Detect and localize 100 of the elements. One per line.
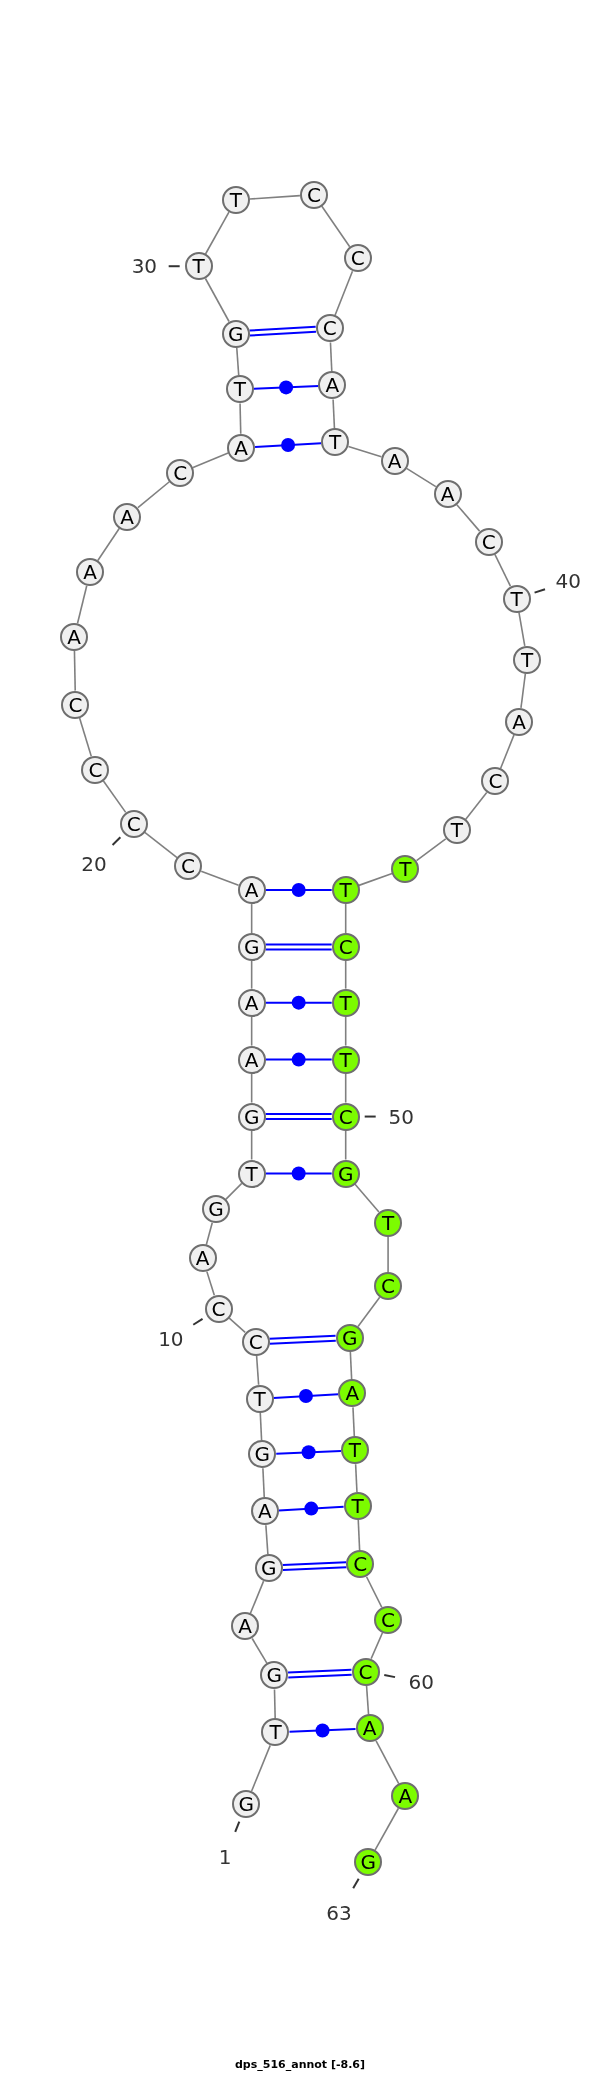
caption: dps_516_annot [-8.6] [233, 2058, 367, 2071]
position-number: 30 [131, 254, 158, 279]
base-pair-line [264, 1058, 333, 1061]
position-number: 40 [555, 569, 581, 594]
nucleotide-circle: A [237, 1045, 266, 1074]
nucleotide-circle: G [237, 1102, 266, 1131]
backbone-line [357, 1296, 381, 1328]
nucleotide-circle: T [343, 1491, 372, 1520]
nucleotide-circle: C [204, 1294, 233, 1323]
base-pair-line [287, 1668, 353, 1674]
base-pair-line [272, 1393, 340, 1399]
backbone-line [249, 1580, 265, 1615]
nucleotide-circle: C [241, 1327, 270, 1356]
nucleotide-circle: C [374, 1272, 403, 1301]
nucleotide-circle: T [331, 1045, 360, 1074]
nucleotide-circle: G [354, 1848, 383, 1877]
nucleotide-circle: G [221, 319, 250, 348]
backbone-line [494, 553, 512, 587]
nucleotide-circle: C [481, 767, 510, 796]
backbone-line [349, 1350, 353, 1381]
backbone-line [374, 1807, 400, 1851]
backbone-line [365, 1684, 370, 1716]
backbone-line [248, 194, 301, 200]
nucleotide-circle: A [380, 446, 409, 475]
position-number: 1 [218, 1844, 232, 1869]
nucleotide-circle: C [315, 314, 344, 343]
base-pair-line [264, 889, 333, 892]
base-pair-line [268, 1334, 337, 1340]
nucleotide-circle: T [225, 375, 254, 404]
position-number: 20 [81, 851, 107, 876]
backbone-line [387, 1235, 389, 1273]
nucleotide-circle: C [119, 809, 148, 838]
backbone-line [344, 1129, 347, 1161]
backbone-line [518, 611, 526, 647]
backbone-line [499, 734, 515, 770]
nucleotide-circle: A [76, 558, 105, 587]
nucleotide-circle: A [237, 988, 266, 1017]
backbone-line [354, 1183, 380, 1213]
nucleotide-circle: T [261, 1718, 290, 1747]
backbone-line [354, 1463, 358, 1493]
nucleotide-circle: G [201, 1195, 230, 1224]
nucleotide-circle: A [250, 1497, 279, 1526]
nucleotide-circle: G [248, 1440, 277, 1469]
nucleotide-circle: C [299, 180, 328, 209]
backbone-line [464, 791, 488, 821]
nucleotide-circle: T [331, 876, 360, 905]
backbone-line [329, 341, 333, 373]
base-pair-line [264, 1172, 333, 1175]
nucleotide-circle: A [113, 502, 142, 531]
nucleotide-circle: T [340, 1436, 369, 1465]
base-pair-line [264, 1113, 333, 1116]
backbone-line [228, 1317, 246, 1334]
backbone-line [265, 1524, 269, 1556]
base-pair-line [281, 1566, 348, 1572]
nucleotide-circle: A [231, 1612, 260, 1641]
nucleotide-circle: C [374, 1605, 403, 1634]
backbone-line [347, 445, 383, 458]
backbone-line [520, 672, 527, 709]
nucleotide-circle: T [374, 1208, 403, 1237]
backbone-line [250, 1072, 253, 1104]
backbone-line [456, 503, 481, 532]
nucleotide-circle: C [351, 1657, 380, 1686]
position-number: 63 [326, 1900, 352, 1925]
nucleotide-circle: T [321, 428, 350, 457]
nucleotide-circle: T [513, 645, 542, 674]
nucleotide-circle: A [338, 1379, 367, 1408]
backbone-line [262, 1467, 266, 1499]
backbone-line [205, 1222, 214, 1246]
nucleotide-circle: A [318, 371, 347, 400]
nucleotide-circle: A [505, 707, 534, 736]
backbone-line [250, 1129, 253, 1161]
base-pair-line [248, 325, 317, 332]
nucleotide-circle: T [237, 1159, 266, 1188]
base-pair-line [277, 1505, 345, 1512]
backbone-line [200, 870, 240, 886]
backbone-line [334, 270, 354, 317]
nucleotide-circle: G [254, 1554, 283, 1583]
nucleotide-circle: G [237, 933, 266, 961]
backbone-line [375, 1740, 400, 1785]
base-pair-line [288, 1728, 357, 1733]
nucleotide-circle: C [61, 690, 90, 719]
nucleotide-circle: G [260, 1661, 289, 1690]
backbone-line [321, 205, 351, 248]
base-pair-line [275, 1449, 342, 1455]
position-number: 10 [158, 1327, 184, 1352]
backbone-line [239, 402, 242, 435]
backbone-line [137, 480, 171, 509]
position-number: 50 [388, 1104, 415, 1129]
backbone-line [102, 780, 127, 814]
nucleotide-circle: A [60, 623, 89, 652]
backbone-line [204, 277, 230, 323]
backbone-line [250, 1744, 271, 1792]
backbone-line [415, 838, 447, 862]
position-number: 60 [408, 1670, 434, 1695]
nucleotide-circle: T [331, 988, 360, 1017]
backbone-line [344, 1072, 347, 1104]
backbone-line [259, 1411, 263, 1442]
backbone-line [344, 960, 347, 990]
backbone-line [250, 903, 253, 934]
backbone-line [250, 1015, 253, 1047]
